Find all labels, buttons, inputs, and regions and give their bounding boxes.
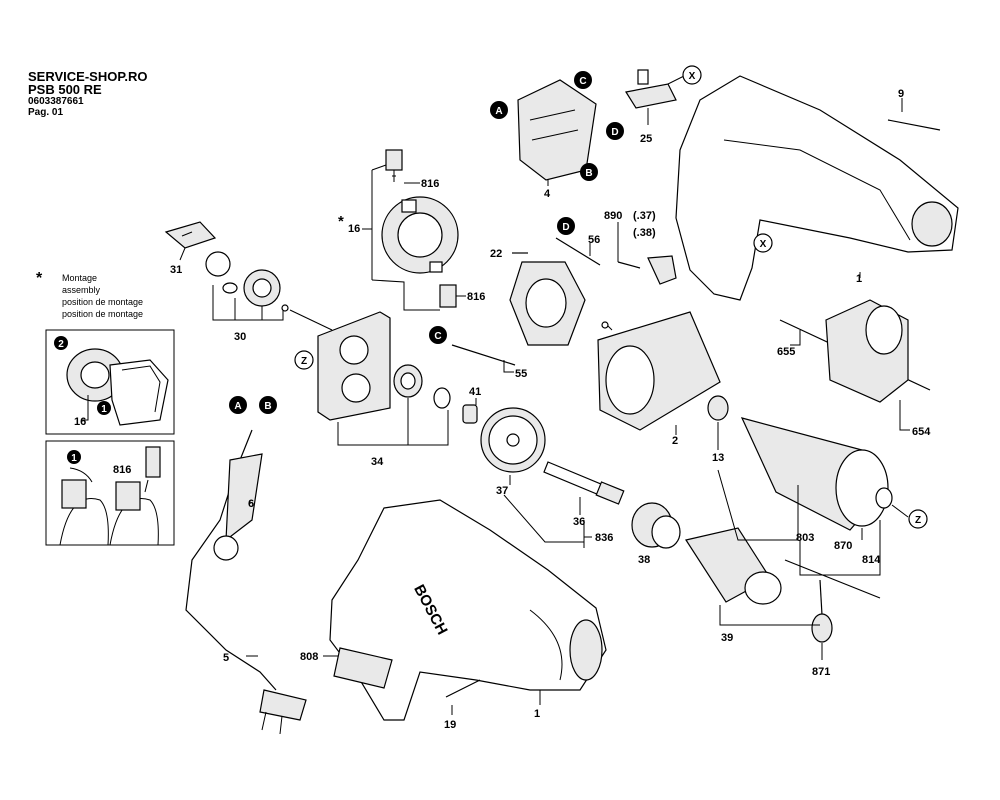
- part-label-38: 38: [638, 554, 650, 566]
- callout-B-cable: B: [264, 401, 271, 412]
- part-25-knob: [625, 83, 677, 109]
- callout-1: 1: [101, 404, 107, 415]
- part-label-19: 19: [444, 719, 456, 731]
- part-9-label: [887, 119, 941, 131]
- callout-A-cable: A: [234, 401, 241, 412]
- callout-D-cable: D: [562, 222, 569, 233]
- part-41-bearing: [462, 404, 478, 424]
- part-label-9: 9: [898, 88, 904, 100]
- note-line-4: position de montage: [62, 309, 143, 319]
- note-line-1: Montage: [62, 273, 97, 283]
- part-31-cover: [164, 221, 217, 249]
- part-label-55: 55: [515, 368, 527, 380]
- part-label-6: 6: [248, 498, 254, 510]
- star-16: *: [338, 213, 344, 230]
- header-block: SERVICE-SHOP.RO PSB 500 RE 0603387661 Pa…: [28, 70, 147, 118]
- part-label-654: 654: [912, 426, 931, 438]
- model-name: PSB 500 RE: [28, 82, 102, 97]
- part-label-36: 36: [573, 516, 585, 528]
- note-line-3: position de montage: [62, 297, 143, 307]
- part-1-housing-top: [675, 75, 959, 301]
- part-label-31: 31: [170, 264, 182, 276]
- part-label-37: 37: [496, 485, 508, 497]
- part-label-4: 4: [544, 188, 551, 200]
- callout-1-marker: [97, 401, 111, 415]
- part-number: 0603387661: [28, 96, 84, 107]
- part-label-34: 34: [371, 456, 384, 468]
- part-6-strain-relief: [225, 453, 263, 542]
- part-label-41: 41: [469, 386, 481, 398]
- callout-2-marker: [54, 336, 68, 350]
- part-34-plate: [317, 311, 391, 421]
- callout-D-switch: D: [611, 127, 618, 138]
- part-label-1a: 1: [856, 273, 862, 285]
- part-label-13: 13: [712, 452, 724, 464]
- callout-B-switch: B: [585, 168, 592, 179]
- part-30-disc: [205, 251, 231, 277]
- callout-Z-right: Z: [915, 515, 921, 526]
- part-13-bearing: [707, 395, 729, 421]
- part-label-56: 56: [588, 234, 600, 246]
- callout-C-wire: C: [434, 331, 441, 342]
- plug: [259, 689, 307, 721]
- part-label-871: 871: [812, 666, 830, 678]
- part-1-housing-front: [329, 499, 607, 721]
- page-number: Pag. 01: [28, 107, 64, 118]
- callout-C-switch: C: [579, 76, 586, 87]
- shop-name: SERVICE-SHOP.RO: [28, 69, 148, 84]
- part-label-39: 39: [721, 632, 733, 644]
- callout-2: 2: [58, 339, 64, 350]
- part-label-890-37: (.37): [633, 210, 656, 222]
- part-label-816b: 816: [467, 291, 485, 303]
- inset-assembly-1: 2 1 16: [45, 329, 175, 435]
- callout-1b: 1: [71, 453, 77, 464]
- part-label-16b: 16: [74, 416, 86, 428]
- part-label-25: 25: [640, 133, 652, 145]
- part-label-1b: 1: [534, 708, 540, 720]
- part-label-2: 2: [672, 435, 678, 447]
- part-808-plate: [333, 647, 393, 689]
- part-label-890: 890: [604, 210, 622, 222]
- part-label-803: 803: [796, 532, 814, 544]
- part-56-wire: [555, 237, 601, 266]
- callout-A-switch: A: [495, 106, 502, 117]
- note-star: *: [36, 270, 43, 287]
- part-label-814: 814: [862, 554, 881, 566]
- callout-X-top: X: [689, 71, 696, 82]
- callout-X-housing: X: [760, 239, 767, 250]
- part-label-5: 5: [223, 652, 229, 664]
- callout-Z-left: Z: [301, 356, 307, 367]
- part-55-wire: [451, 344, 516, 366]
- note-line-2: assembly: [62, 285, 101, 295]
- inset-assembly-2: 1 816: [45, 440, 175, 546]
- part-label-816c: 816: [113, 464, 131, 476]
- part-19-screw: [445, 679, 481, 698]
- part-label-836: 836: [595, 532, 613, 544]
- part-label-16a: 16: [348, 223, 360, 235]
- part-label-808: 808: [300, 651, 318, 663]
- part-label-816a: 816: [421, 178, 439, 190]
- part-label-890-38: (.38): [633, 227, 656, 239]
- part-label-30: 30: [234, 331, 246, 343]
- part-label-655: 655: [777, 346, 795, 358]
- part-label-22: 22: [490, 248, 502, 260]
- part-label-870: 870: [834, 540, 852, 552]
- part-890-clamp: [647, 255, 677, 285]
